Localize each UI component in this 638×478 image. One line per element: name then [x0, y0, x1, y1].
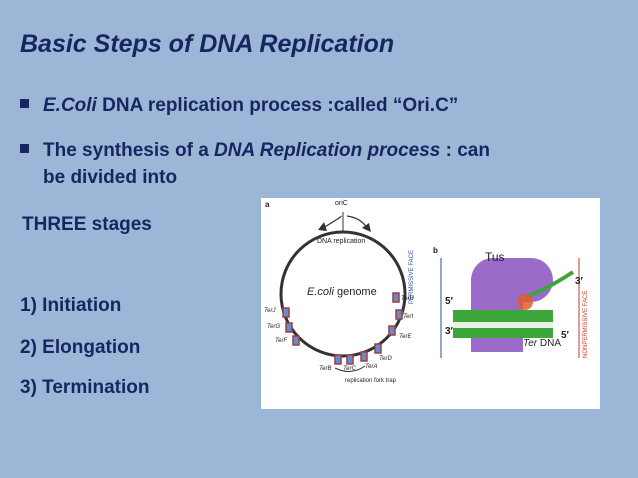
left-arrow-arc [322, 215, 342, 229]
ter-site-d [374, 343, 382, 354]
ter-label-h: TerH [401, 296, 414, 302]
bullet-synthesis: The synthesis of a DNA Replication proce… [20, 140, 490, 162]
ter-sites [282, 292, 403, 365]
three-prime-top: 3′ [575, 276, 583, 287]
panel-b-label: b [433, 246, 438, 255]
ter-site-i [395, 309, 403, 320]
dna-groove [453, 322, 553, 328]
ter-site-g [285, 322, 293, 333]
bullet-synthesis-continued: be divided into [43, 167, 178, 188]
ter-label-a: TerA [365, 364, 378, 370]
oric-label: oriC [335, 200, 348, 207]
fork-trap-label: replication fork trap [345, 378, 397, 384]
five-prime-right: 5′ [561, 330, 569, 341]
ter-site-j [282, 307, 290, 318]
right-arrow-head [362, 223, 371, 232]
dna-strand-bottom [453, 328, 553, 338]
ter-dna-label: Ter DNA [523, 338, 561, 349]
ter-label-d: TerD [379, 356, 392, 362]
tus-label: Tus [485, 250, 505, 264]
three-prime-left: 3′ [445, 326, 453, 337]
ter-site-e [388, 325, 396, 336]
step-elongation: 2) Elongation [20, 337, 141, 358]
bullet-square-icon [20, 144, 29, 154]
replication-figure: a oriC DNA replication E.coli genome Ter… [261, 198, 600, 409]
slide-title: Basic Steps of DNA Replication [20, 30, 395, 58]
right-arrow-arc [346, 215, 368, 229]
ter-label-e: TerE [399, 334, 412, 340]
bullet-ecoli: E.Coli DNA replication process :called “… [20, 95, 458, 117]
figure-drawing [279, 212, 580, 372]
ter-label-i: TerI [403, 314, 414, 320]
ter-label-c: TerC [343, 366, 356, 372]
ter-label-g: TerG [267, 324, 281, 330]
bullet-synthesis-pre: The synthesis of a [43, 140, 215, 161]
ter-site-b [334, 354, 342, 365]
ter-label-b: TerB [319, 366, 332, 372]
stages-label: THREE stages [22, 214, 152, 235]
bullet-synthesis-post: : can [440, 140, 490, 161]
nonpermissive-face-label: NONPERMISSIVE FACE [583, 290, 589, 358]
panel-a-label: a [265, 200, 270, 209]
permissive-face-label: PERMISSIVE FACE [409, 249, 415, 304]
tus-lock-site [517, 294, 533, 310]
fork-trap-bracket [334, 365, 366, 372]
genome-label: E.coli genome [307, 286, 377, 298]
left-arrow-head [318, 222, 327, 231]
step-termination: 3) Termination [20, 377, 150, 398]
dna-replication-label: DNA replication [317, 238, 366, 245]
ter-label-f: TerF [275, 338, 288, 344]
ter-site-c [346, 354, 354, 365]
ecoli-italic: E.Coli [43, 95, 97, 116]
bullet-square-icon [20, 99, 29, 109]
ter-site-f [292, 335, 300, 346]
five-prime-left: 5′ [445, 296, 453, 307]
ter-site-a [360, 351, 368, 362]
bullet-ecoli-text: DNA replication process :called “Ori.C” [96, 95, 459, 116]
dna-strand-top [453, 310, 553, 322]
step-initiation: 1) Initiation [20, 295, 122, 316]
bullet-synthesis-italic: DNA Replication process [214, 140, 441, 161]
ter-label-j: TerJ [264, 308, 276, 314]
ter-site-h [392, 292, 400, 303]
